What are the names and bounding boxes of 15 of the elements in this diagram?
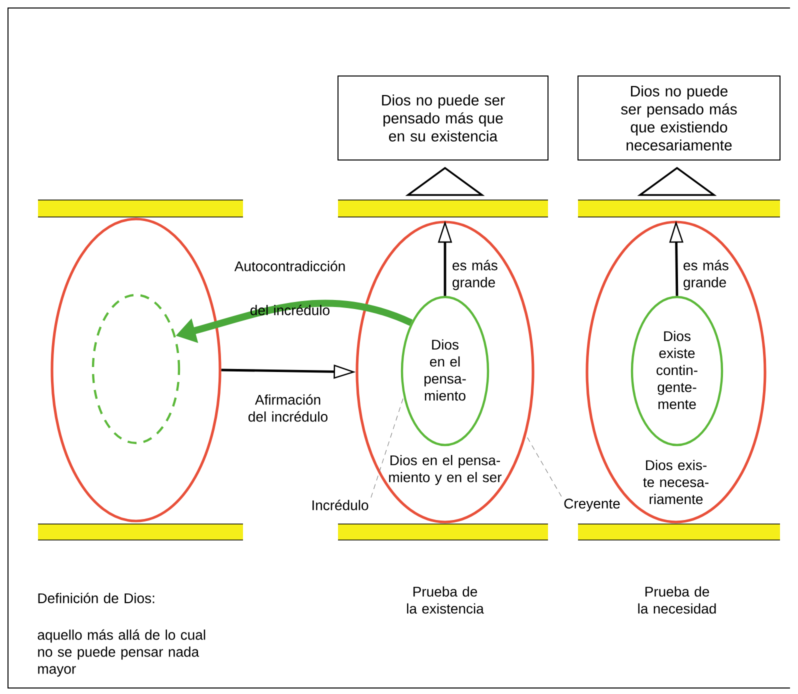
- outer-ellipse: [50, 218, 222, 522]
- statement-box: Dios no puede ser pensado más que existiendo necesariamente: [578, 76, 780, 160]
- edge-label: es más grande: [684, 260, 728, 290]
- edge-label: es más grande: [452, 260, 498, 290]
- label-text: Incrédulo: [312, 500, 368, 510]
- edge-label: Afirmación del incrédulo: [248, 394, 328, 422]
- caption: Prueba de la necesidad: [638, 586, 716, 614]
- leader-line: [526, 435, 562, 497]
- heading: Definición de Dios:: [38, 592, 154, 604]
- leader-line: [370, 396, 404, 498]
- caption: Prueba de la existencia: [407, 586, 484, 614]
- statement-box: Dios no puede ser pensado más que en su existencia: [338, 76, 548, 160]
- label-text: Creyente: [564, 498, 620, 512]
- inner-ellipse: [92, 294, 180, 444]
- definition-text: aquello más allá de lo cual no se puede pensar nada mayor: [38, 629, 206, 677]
